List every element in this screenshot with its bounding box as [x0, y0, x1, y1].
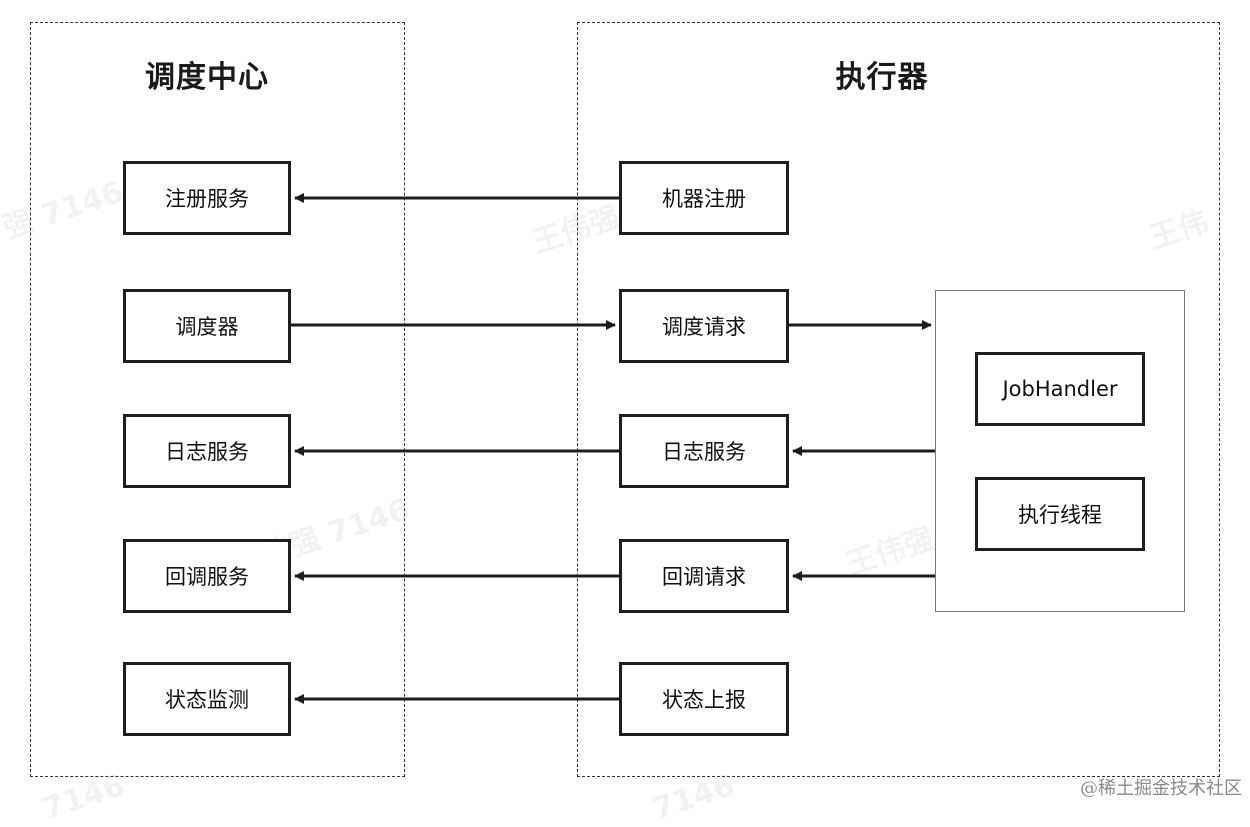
- scheduling-center-panel: [30, 22, 405, 777]
- job-worker-container: [935, 290, 1185, 612]
- source-credit: @稀土掘金技术社区: [1080, 778, 1242, 799]
- executor-title: 执行器: [835, 60, 929, 95]
- machine-registration-node: 机器注册: [619, 161, 789, 235]
- callback-request-node: 回调请求: [619, 539, 789, 613]
- registration-service-node: 注册服务: [123, 161, 291, 235]
- scheduler-node: 调度器: [123, 289, 291, 363]
- scheduling-center-title: 调度中心: [145, 60, 269, 95]
- schedule-request-node: 调度请求: [619, 289, 789, 363]
- jobhandler-node: JobHandler: [975, 352, 1145, 426]
- log-service-node: 日志服务: [123, 414, 291, 488]
- callback-service-node: 回调服务: [123, 539, 291, 613]
- execution-thread-node: 执行线程: [975, 477, 1145, 551]
- executor-panel: [577, 22, 1220, 777]
- status-monitor-node: 状态监测: [123, 662, 291, 736]
- status-report-node: 状态上报: [619, 662, 789, 736]
- executor-log-service-node: 日志服务: [619, 414, 789, 488]
